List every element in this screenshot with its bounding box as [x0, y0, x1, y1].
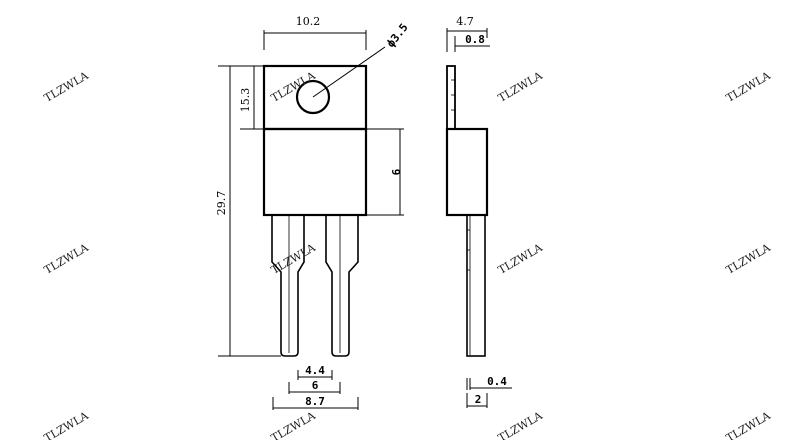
- watermark-text: TLZWLA: [496, 69, 546, 105]
- watermark-text: TLZWLA: [42, 69, 92, 105]
- lead-left: [271, 215, 305, 357]
- watermark-text: TLZWLA: [496, 241, 546, 277]
- dim-tab-height-label: 15.3: [239, 88, 252, 113]
- watermark-text: TLZWLA: [724, 409, 774, 440]
- dim-tab-thickness-label: 0.8: [465, 33, 485, 46]
- dim-lead-thickness: 0.4: [466, 375, 512, 390]
- dim-pin-pitch: 4.4: [297, 364, 333, 380]
- dim-lead-thickness-label: 0.4: [487, 375, 507, 388]
- side-view: [445, 65, 489, 357]
- dim-pin-span: 6: [288, 379, 341, 394]
- watermark-text: TLZWLA: [496, 409, 546, 440]
- watermark-text: TLZWLA: [724, 69, 774, 105]
- watermark-text: TLZWLA: [269, 69, 319, 105]
- dim-lead-spread-label: 8.7: [305, 395, 325, 408]
- dim-width-top-label: 10.2: [296, 15, 321, 28]
- dim-body-height-label: 9: [389, 169, 402, 176]
- lead-right: [325, 215, 359, 357]
- dim-pin-span-label: 6: [312, 379, 319, 392]
- watermark-text: TLZWLA: [42, 409, 92, 440]
- watermark-text: TLZWLA: [42, 241, 92, 277]
- watermark-text: TLZWLA: [269, 241, 319, 277]
- front-body-outline: [262, 127, 368, 217]
- side-body: [445, 127, 489, 217]
- dim-body-height: 9: [366, 128, 404, 216]
- front-view: [262, 64, 368, 357]
- dim-pin-pitch-label: 4.4: [305, 364, 325, 377]
- dim-lead-spread: 8.7: [272, 395, 359, 410]
- dim-lead-step: 2: [466, 393, 488, 408]
- dim-tab-thickness: 0.8: [446, 33, 490, 52]
- watermark-text: TLZWLA: [269, 409, 319, 440]
- dim-lead-step-label: 2: [475, 393, 482, 406]
- dim-width-top: 10.2: [263, 15, 367, 50]
- watermarks: TLZWLA TLZWLA TLZWLA TLZWLA TLZWLA TLZWL…: [42, 69, 774, 440]
- dim-overall-height-label: 29.7: [215, 191, 228, 216]
- mounting-hole: [295, 79, 331, 115]
- side-lead: [466, 214, 486, 357]
- dim-hole-diameter-label: ϕ3.5: [384, 21, 411, 50]
- side-tab: [446, 65, 456, 130]
- dim-hole-diameter: ϕ3.5: [312, 21, 411, 98]
- dim-tab-height: 15.3: [239, 65, 264, 130]
- dim-overall-thickness-label: 4.7: [456, 15, 474, 28]
- watermark-text: TLZWLA: [724, 241, 774, 277]
- dim-overall-height: 29.7: [215, 65, 281, 357]
